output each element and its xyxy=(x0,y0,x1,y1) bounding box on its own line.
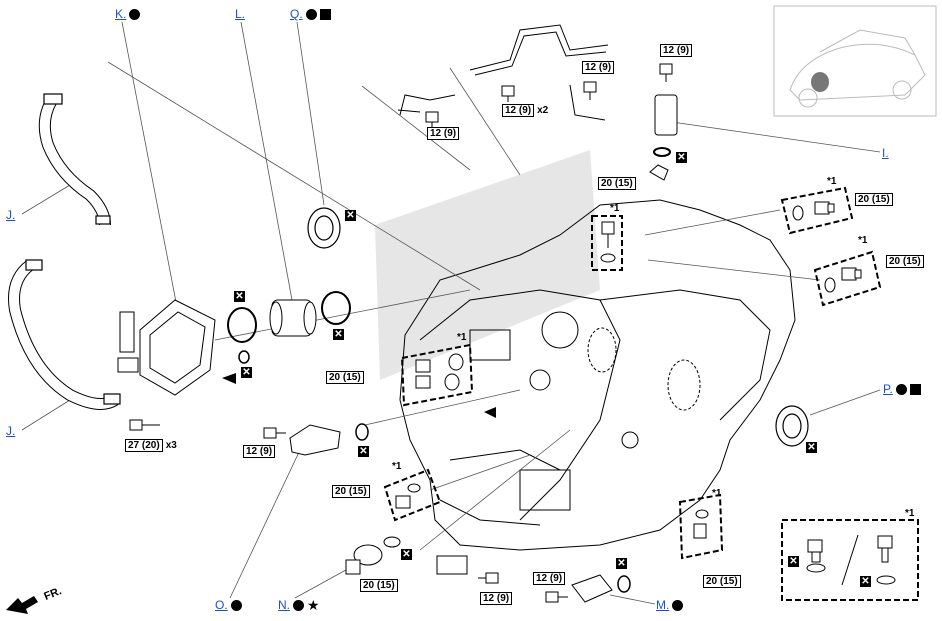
callout-i[interactable]: I. xyxy=(882,146,889,160)
callout-q-link[interactable]: Q. xyxy=(290,7,303,21)
torque-plug-right-1: 20 (15) xyxy=(855,193,893,206)
sensor-lower xyxy=(571,574,613,603)
non-reusable-icon: ✕ xyxy=(358,446,369,457)
bracket-upper-left xyxy=(397,94,456,116)
callout-q[interactable]: Q. xyxy=(290,7,331,21)
pressure-switch xyxy=(345,536,401,575)
plug-group-right-1 xyxy=(780,186,854,235)
note-marker: *1 xyxy=(457,332,467,343)
legend-parts xyxy=(806,534,896,586)
callout-n-link[interactable]: N. xyxy=(278,598,290,612)
non-reusable-icon: ✕ xyxy=(333,329,344,340)
torque-bracket-bottom: 12 (9) xyxy=(480,592,513,605)
note-marker: *1 xyxy=(827,176,837,187)
non-reusable-icon: ✕ xyxy=(788,556,799,567)
legend-inset xyxy=(781,519,919,601)
callout-m-link[interactable]: M. xyxy=(656,598,670,612)
torque-plug-right-2: 20 (15) xyxy=(886,255,924,268)
non-reusable-icon: ✕ xyxy=(345,210,356,221)
dot-icon xyxy=(293,599,304,611)
callout-k[interactable]: K. xyxy=(115,7,141,21)
direction-arrows xyxy=(222,373,496,418)
leader-lines xyxy=(21,21,881,605)
torque-plug-lower-right: 20 (15) xyxy=(703,575,741,588)
callout-j-bottom-link[interactable]: J. xyxy=(6,424,16,438)
torque-cooler-bolts: 27 (20)x3 xyxy=(125,439,177,452)
dot-icon xyxy=(129,8,141,20)
note-marker: *1 xyxy=(392,461,402,472)
callout-j-top[interactable]: J. xyxy=(6,208,15,222)
transaxle-housing xyxy=(399,199,796,551)
bolts xyxy=(129,63,673,603)
oil-cooler xyxy=(117,299,216,396)
square-icon xyxy=(909,383,921,395)
note-marker: *1 xyxy=(858,235,868,246)
oil-temperature-sensor xyxy=(649,94,678,181)
plug-group-lower-right xyxy=(678,493,724,560)
speed-sensor xyxy=(289,424,341,456)
plug-group-lower-left xyxy=(383,468,442,522)
note-marker: *1 xyxy=(610,203,620,214)
oil-cooler-hose-lower xyxy=(8,259,121,410)
note-marker: *1 xyxy=(712,488,722,499)
dot-icon xyxy=(230,599,242,611)
callout-p[interactable]: P. xyxy=(883,382,921,396)
torque-bracket-left: 12 (9) xyxy=(427,127,460,140)
torque-speed-sensor: 12 (9) xyxy=(243,445,276,458)
square-icon xyxy=(319,8,331,20)
callout-j-top-link[interactable]: J. xyxy=(6,208,16,222)
callout-o-link[interactable]: O. xyxy=(215,598,228,612)
non-reusable-icon: ✕ xyxy=(676,152,687,163)
non-reusable-icon: ✕ xyxy=(401,549,412,560)
callout-n[interactable]: N. ★ xyxy=(278,596,320,613)
torque-plug-upper: 20 (15) xyxy=(598,177,636,190)
callout-l[interactable]: L. xyxy=(235,7,245,21)
plug-group-cluster xyxy=(400,343,474,407)
torque-bracket-small: 12 (9) xyxy=(582,61,615,74)
torque-switch-bottom: 20 (15) xyxy=(360,579,398,592)
torque-plugs-cluster: 20 (15) xyxy=(326,371,364,384)
torque-sensor-top: 12 (9) xyxy=(660,44,693,57)
oil-seal-upper xyxy=(307,207,341,249)
bracket-upper-right xyxy=(469,24,609,121)
drain-plugs xyxy=(395,201,862,539)
callout-p-link[interactable]: P. xyxy=(883,382,893,396)
torque-bracket-right: 12 (9)x2 xyxy=(502,104,548,117)
vehicle-location-inset xyxy=(773,5,937,117)
plug-group-right-2 xyxy=(813,250,882,307)
non-reusable-icon: ✕ xyxy=(806,442,817,453)
non-reusable-icon: ✕ xyxy=(860,576,871,587)
non-reusable-icon: ✕ xyxy=(241,367,252,378)
non-reusable-icon: ✕ xyxy=(616,558,627,569)
callout-m[interactable]: M. xyxy=(656,598,684,612)
torque-plug-lower-left: 20 (15) xyxy=(332,485,370,498)
callout-o[interactable]: O. xyxy=(215,598,242,612)
dot-icon xyxy=(305,8,317,20)
callout-j-bottom[interactable]: J. xyxy=(6,424,15,438)
dot-icon xyxy=(672,599,684,611)
torque-sensor-bottom: 12 (9) xyxy=(533,572,566,585)
callout-l-link[interactable]: L. xyxy=(235,7,246,21)
oil-cooler-hose-upper xyxy=(38,93,111,226)
oil-seal-right xyxy=(775,405,809,447)
o-ring-left xyxy=(227,291,631,593)
front-arrow xyxy=(6,596,38,614)
oil-filter xyxy=(269,299,317,337)
dot-icon xyxy=(895,383,907,395)
non-reusable-icon: ✕ xyxy=(234,291,245,302)
plug-group-top-center xyxy=(591,215,623,271)
bracket-lower xyxy=(436,555,468,575)
star-icon: ★ xyxy=(307,596,320,613)
note-marker: *1 xyxy=(905,508,915,519)
callout-k-link[interactable]: K. xyxy=(115,7,127,21)
callout-i-link[interactable]: I. xyxy=(882,146,889,160)
